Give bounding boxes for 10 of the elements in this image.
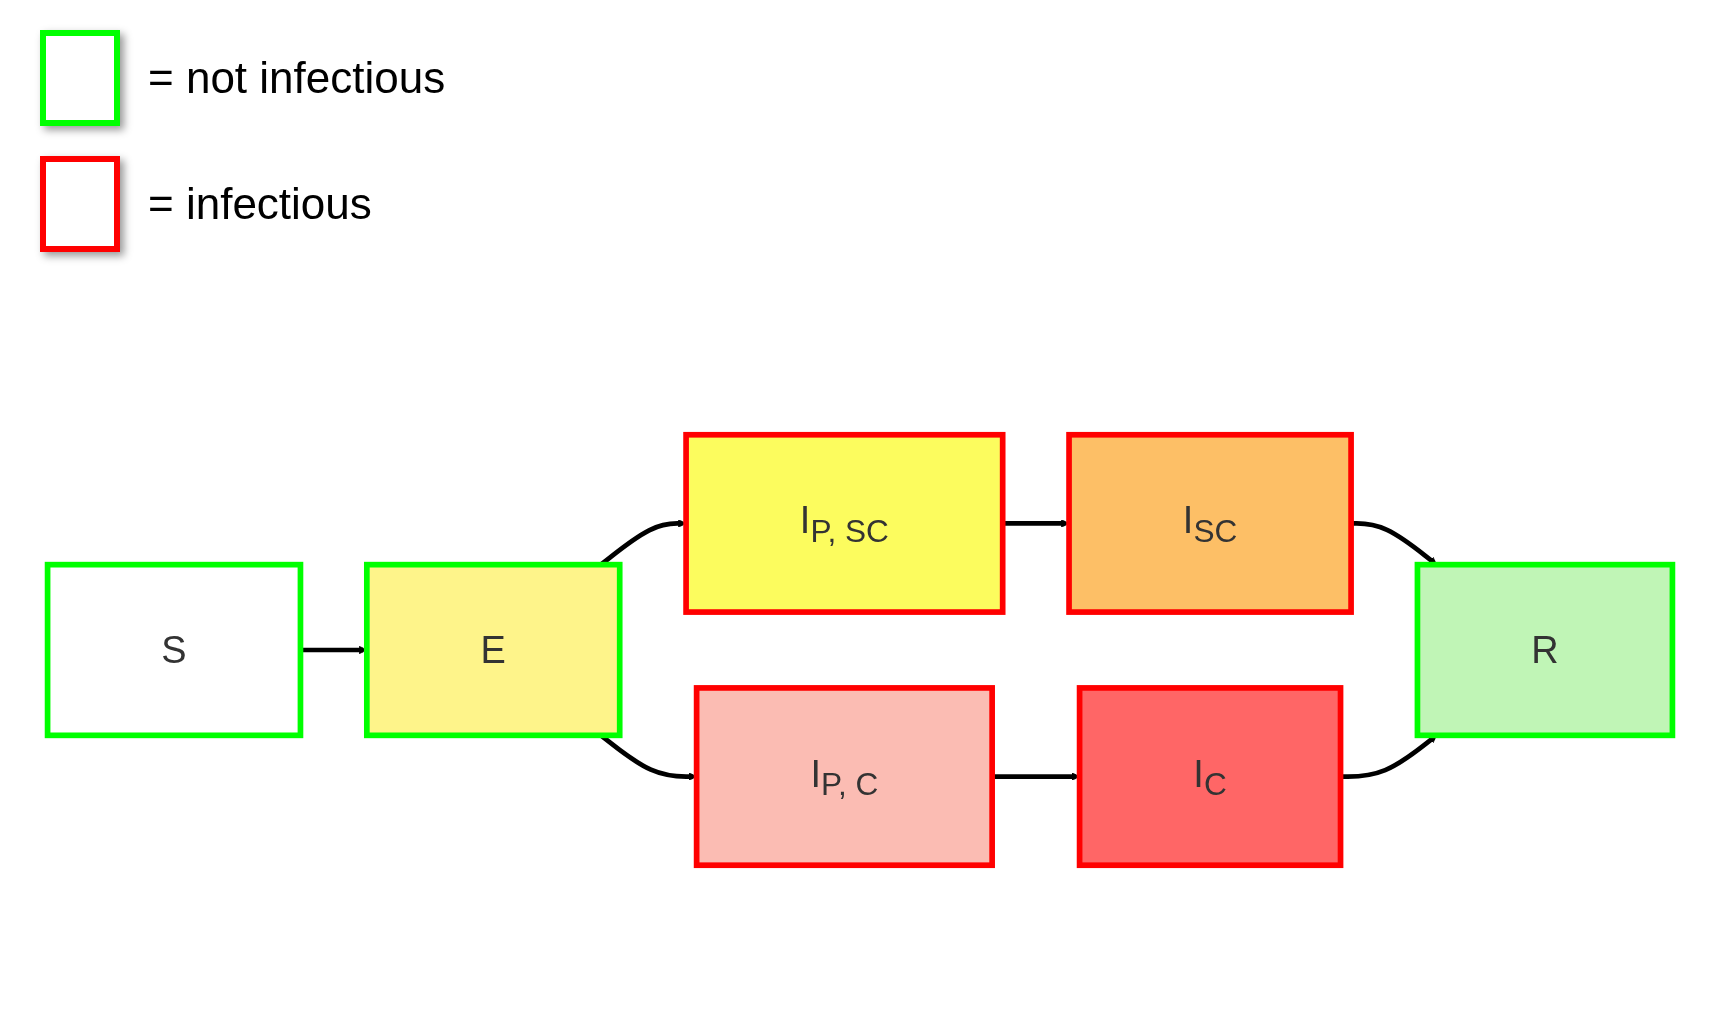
node-box: I$_{SC}$: [1066, 431, 1354, 615]
legend-text: = not infectious: [148, 53, 446, 103]
node-box: S: [44, 561, 304, 739]
node-box: R: [1414, 561, 1676, 739]
legend-text: = infectious: [148, 179, 372, 229]
node-box: I$_{P, C}$: [693, 685, 995, 869]
node-box: I$_{P, SC}$: [683, 431, 1006, 615]
node-box: I$_{C}$: [1076, 685, 1344, 869]
arrow: [992, 772, 1080, 781]
node-box: E: [364, 561, 623, 739]
